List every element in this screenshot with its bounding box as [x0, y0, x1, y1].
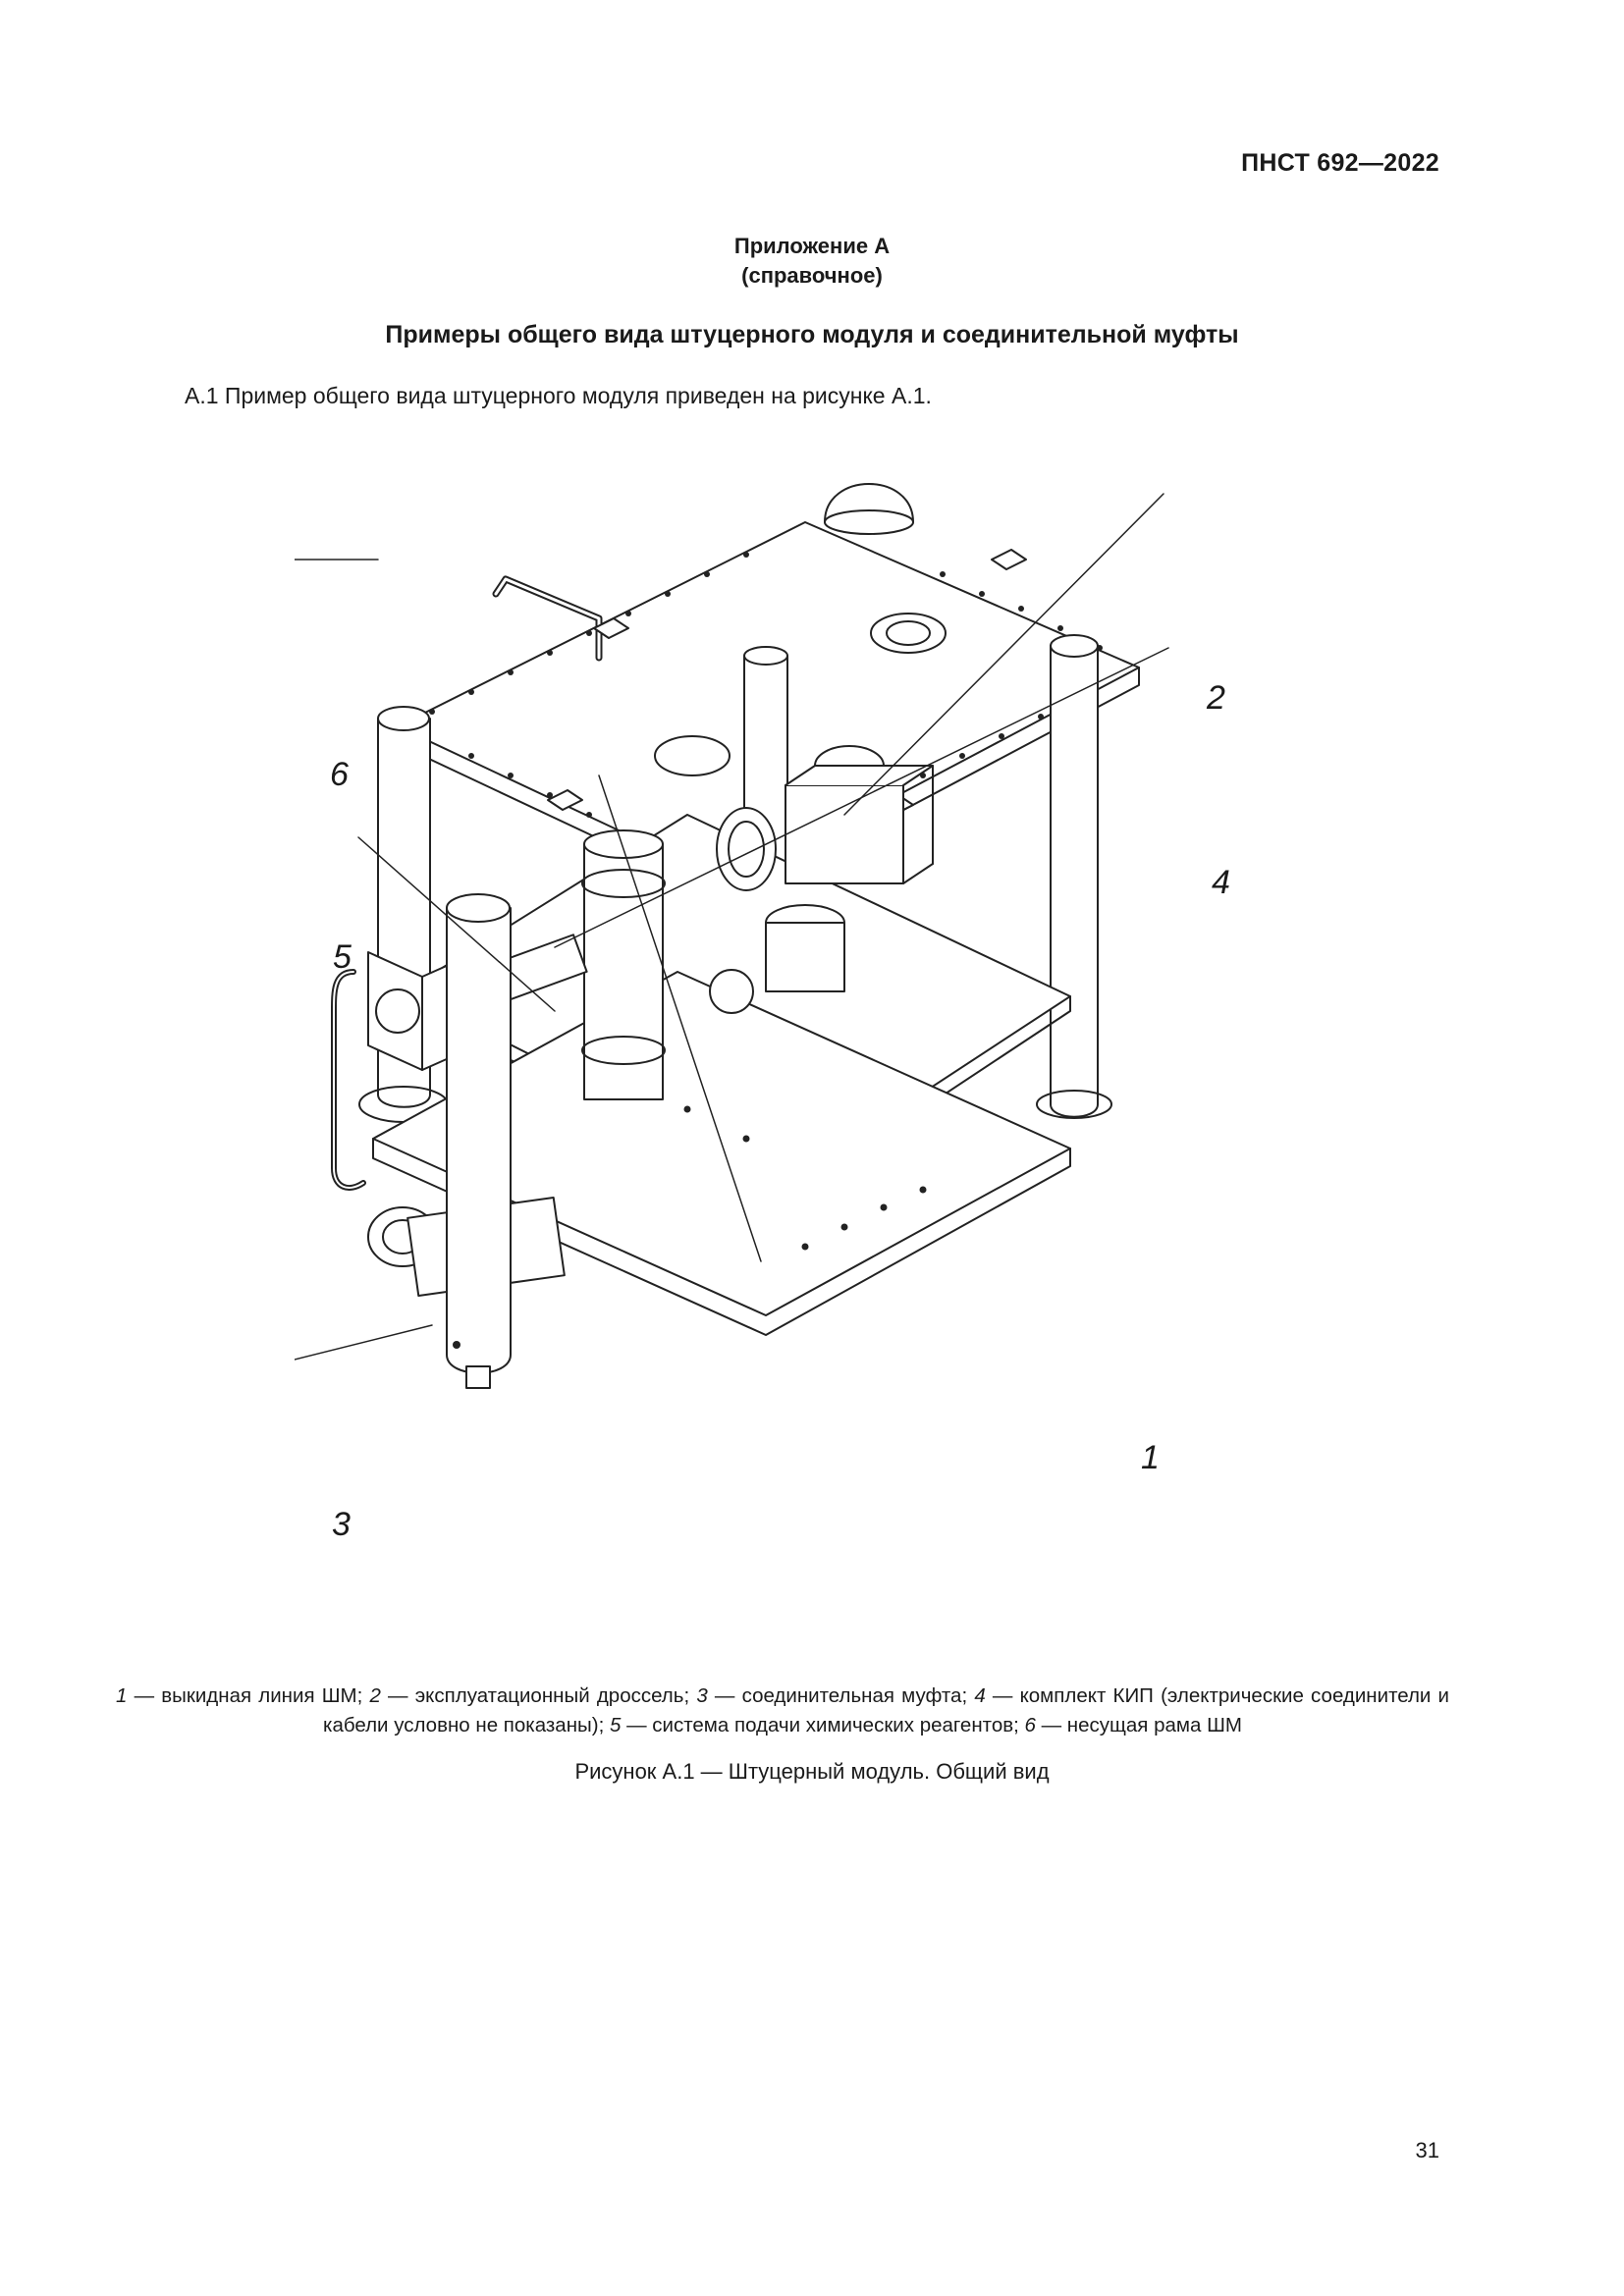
vertical-vessel — [581, 829, 666, 1100]
legend-num-5: 5 — [609, 1714, 622, 1736]
legend-num-6: 6 — [1024, 1714, 1036, 1736]
document-code: ПНСТ 692—2022 — [1241, 149, 1439, 177]
section-title: Примеры общего вида штуцерного модуля и … — [385, 321, 1239, 348]
page-number: 31 — [1415, 2138, 1439, 2163]
intro-paragraph: А.1 Пример общего вида штуцерного модуля… — [185, 383, 932, 408]
callout-2: 2 — [1207, 679, 1225, 717]
appendix-title: Приложение А — [733, 234, 891, 258]
legend-num-2: 2 — [369, 1684, 381, 1707]
callout-3: 3 — [332, 1506, 351, 1543]
legend-text-1: — выкидная линия ШМ; — [127, 1684, 370, 1707]
legend-text-4: — комплект КИП (электрические соединител… — [323, 1684, 1449, 1736]
figure-caption: Рисунок А.1 — Штуцерный модуль. Общий ви… — [574, 1759, 1050, 1784]
figure-legend: 1 — выкидная линия ШМ; 2 — эксплуатацион… — [116, 1682, 1449, 1740]
pillar-front — [446, 893, 512, 1389]
appendix-heading: Приложение А (справочное) — [0, 232, 1624, 291]
legend-num-1: 1 — [116, 1684, 128, 1707]
legend-text-6: — несущая рама ШМ — [1035, 1714, 1242, 1736]
figure-drawing — [295, 461, 1286, 1649]
legend-num-3: 3 — [696, 1684, 708, 1707]
appendix-subtitle: (справочное) — [741, 263, 883, 288]
callout-1: 1 — [1141, 1439, 1160, 1476]
legend-text-5: — система подачи химических реагентов; — [621, 1714, 1025, 1736]
legend-text-3: — соединительная муфта; — [707, 1684, 975, 1707]
legend-text-2: — эксплуатационный дроссель; — [380, 1684, 697, 1707]
legend-num-4: 4 — [974, 1684, 986, 1707]
top-dome — [824, 483, 914, 535]
callout-6: 6 — [330, 756, 349, 793]
callout-4: 4 — [1212, 864, 1230, 901]
callout-5: 5 — [333, 938, 352, 976]
